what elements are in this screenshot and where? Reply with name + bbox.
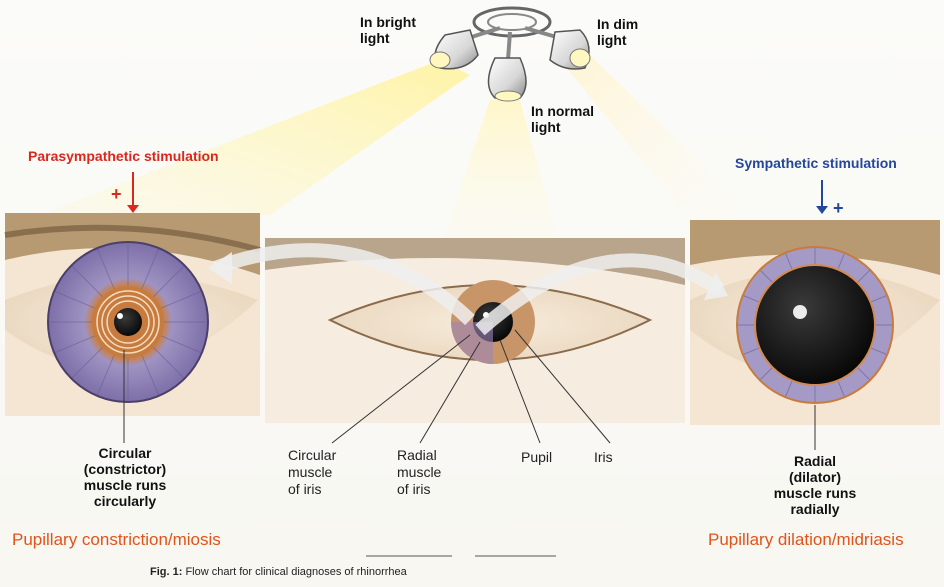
arrow-to-dilation [475,253,724,336]
circular-muscle-iris-label: Circular muscle of iris [288,447,337,497]
leader-lines [123,329,816,450]
iris-label: Iris [594,449,613,465]
dim-light-beam [560,55,760,220]
caption-prefix: Fig. 1: [150,566,183,578]
pupil-label: Pupil [521,449,553,465]
symp-plus-sign: + [833,198,844,218]
figure-caption: Fig. 1: Flow chart for clinical diagnose… [150,566,407,578]
lamp-fixture [429,6,591,102]
arrow-to-constriction [212,243,475,326]
dilation-title: Pupillary dilation/midriasis [708,530,904,549]
bright-light-label: In bright light [360,14,416,46]
right-eye-panel [690,220,940,425]
sympathetic-label: Sympathetic stimulation [735,155,897,171]
constriction-title: Pupillary constriction/miosis [12,530,221,549]
para-plus-sign: + [111,184,122,204]
arrow-head-left [208,252,232,284]
radial-dilator-label: Radial (dilator) muscle runs radially [773,453,857,517]
radial-muscle-iris-label: Radial muscle of iris [397,447,442,497]
left-eye-panel [4,213,261,416]
circular-constrictor-label: Circular (constrictor) muscle runs circu… [83,445,167,509]
dim-light-label: In dim light [597,16,639,48]
bright-light-beam [40,60,470,215]
parasympathetic-label: Parasympathetic stimulation [28,148,219,164]
arrow-head-right [704,272,728,300]
normal-light-beam [440,100,560,250]
normal-light-label: In normal light [531,103,595,135]
caption-text: Flow chart for clinical diagnoses of rhi… [182,566,407,578]
